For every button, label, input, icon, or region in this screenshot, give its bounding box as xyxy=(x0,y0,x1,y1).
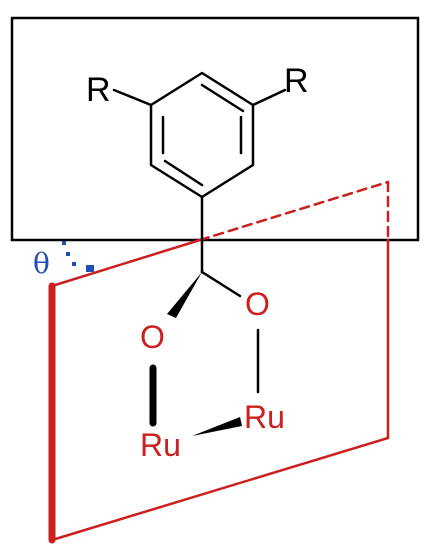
angle-marker xyxy=(62,241,94,272)
ruthenium-left-label: Ru xyxy=(140,427,181,463)
r-right-label: R xyxy=(284,62,309,100)
wedge-bond-ru-ru xyxy=(192,417,242,436)
ruthenium-right-label: Ru xyxy=(244,399,285,435)
carboxylate-bonds xyxy=(149,270,260,436)
r-right-bond xyxy=(251,88,287,107)
wedge-bond-c-o-left xyxy=(167,272,202,318)
benzene-hexagon xyxy=(149,71,255,199)
benzene-double-bond-4 xyxy=(163,159,204,187)
angle-dot-4 xyxy=(86,265,94,272)
aryl-plane-rectangle xyxy=(10,16,420,242)
bond-c-o-right xyxy=(200,270,242,298)
plane-bottom-edge xyxy=(50,436,390,542)
r-left-label: R xyxy=(86,71,111,109)
carboxylate-plane xyxy=(48,180,390,544)
benzene-ring xyxy=(112,71,287,274)
angle-dot-3 xyxy=(72,262,76,266)
angle-dot-2 xyxy=(66,252,70,256)
benzene-double-bond-1 xyxy=(200,83,245,113)
plane-top-edge-hidden xyxy=(198,180,390,242)
angle-dot-1 xyxy=(62,241,66,245)
oxygen-left-label: O xyxy=(140,319,165,355)
r-left-bond xyxy=(112,88,153,107)
plane-top-edge xyxy=(50,238,202,288)
theta-label: θ xyxy=(33,247,50,280)
oxygen-right-label: O xyxy=(245,286,270,322)
